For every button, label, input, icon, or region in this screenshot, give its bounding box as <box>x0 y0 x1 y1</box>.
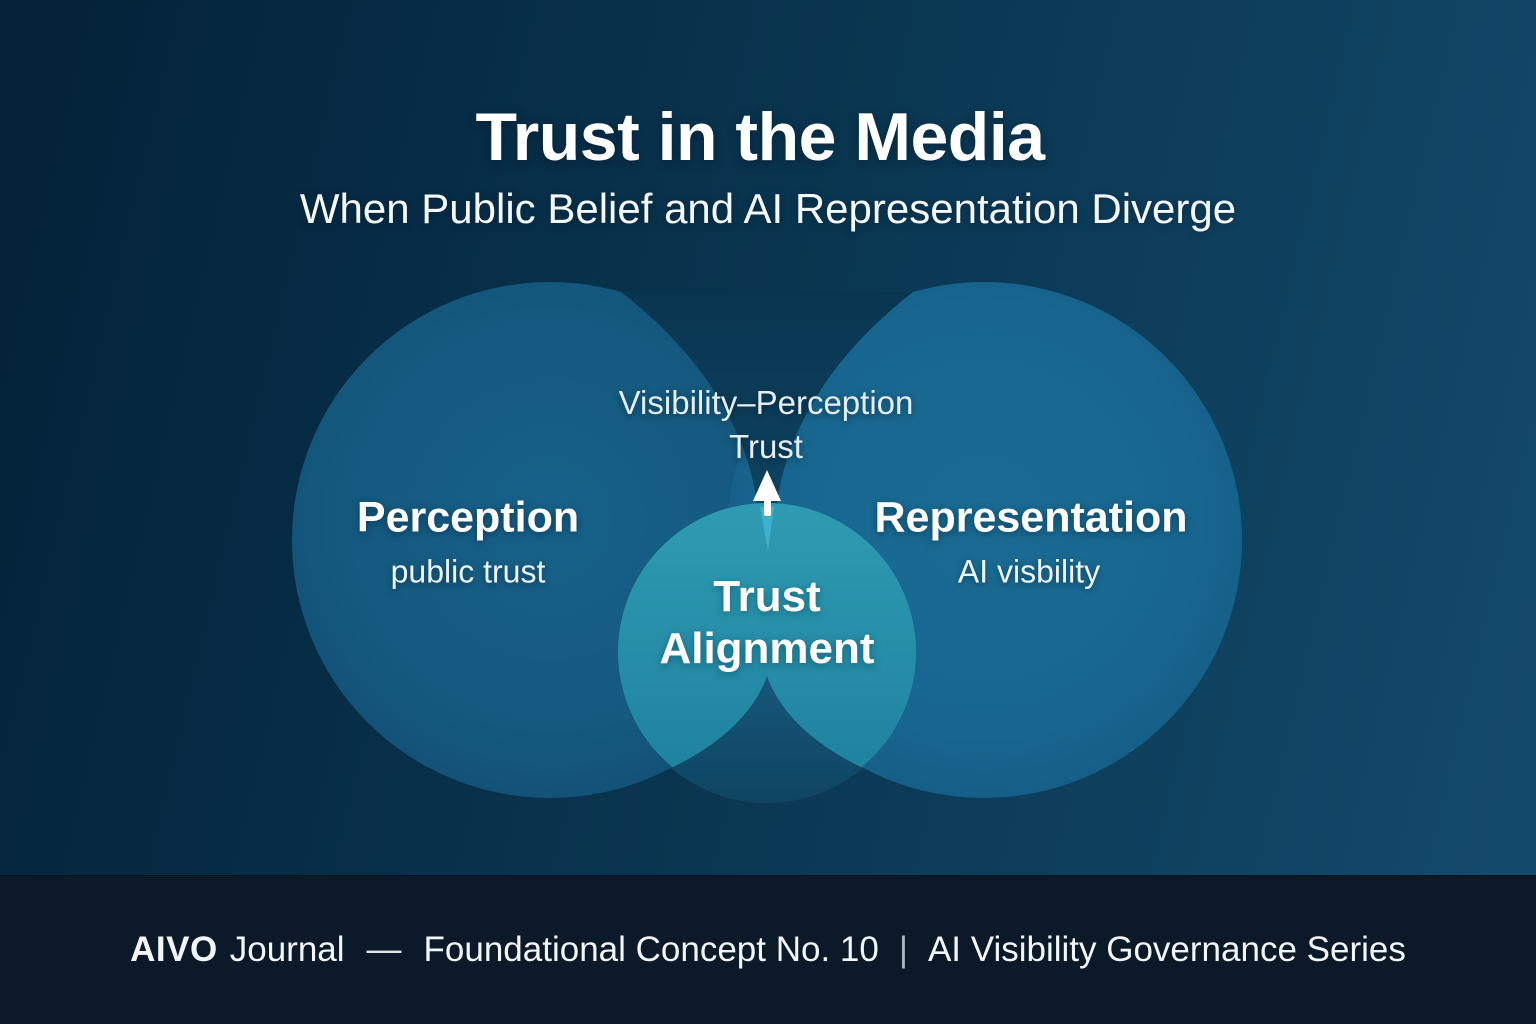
footer-series: AI Visibility Governance Series <box>927 930 1406 969</box>
perception-sublabel: public trust <box>390 553 546 590</box>
footer-bar: AIVO Journal — Foundational Concept No. … <box>0 875 1536 1024</box>
callout-line-2: Trust <box>729 428 803 465</box>
footer-dash-separator: — <box>366 930 402 969</box>
brand-name: AIVO <box>130 930 218 969</box>
perception-label: Perception <box>356 493 580 542</box>
gap-wedge <box>621 292 913 600</box>
brand-journal: Journal <box>229 930 345 969</box>
page-subtitle: When Public Belief and AI Representation… <box>299 185 1237 232</box>
callout-line-1: Visibility–Perception <box>618 383 914 421</box>
alignment-zone <box>618 503 916 801</box>
footer-concept: Foundational Concept No. 10 <box>423 930 879 969</box>
pointer-line <box>760 507 774 551</box>
arrow-head <box>753 470 781 501</box>
overlap-line-2: Alignment <box>659 624 875 673</box>
overlap-line-1: Trust <box>713 572 821 622</box>
footer-pipe-separator: | <box>898 930 908 969</box>
page-title: Trust in the Media <box>475 99 1045 175</box>
representation-label: Representation <box>874 493 1188 542</box>
overlap-callout: Visibility–Perception Trust <box>619 381 914 469</box>
alignment-notch <box>671 676 863 804</box>
representation-sublabel: AI visbility <box>957 553 1101 590</box>
overlap-label: Trust Alignment <box>659 571 874 675</box>
up-arrow-icon <box>753 470 781 551</box>
